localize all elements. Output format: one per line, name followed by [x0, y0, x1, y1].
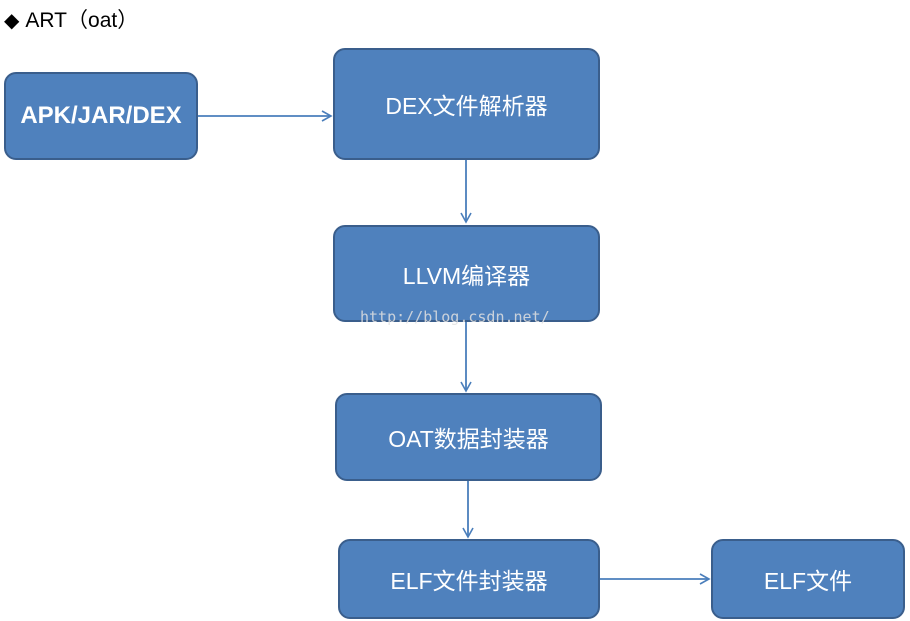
- diamond-bullet-icon: ◆: [4, 10, 20, 32]
- diagram-heading: ◆ ART（oat）: [4, 7, 138, 35]
- node-llvm-compiler: LLVM编译器: [333, 225, 600, 322]
- node-apk-jar-dex: APK/JAR/DEX: [4, 72, 198, 160]
- node-elf-packager: ELF文件封装器: [338, 539, 600, 619]
- diagram-title: ART（oat）: [25, 9, 139, 32]
- node-elf-file: ELF文件: [711, 539, 905, 619]
- node-oat-packager: OAT数据封装器: [335, 393, 602, 481]
- node-dex-parser: DEX文件解析器: [333, 48, 600, 160]
